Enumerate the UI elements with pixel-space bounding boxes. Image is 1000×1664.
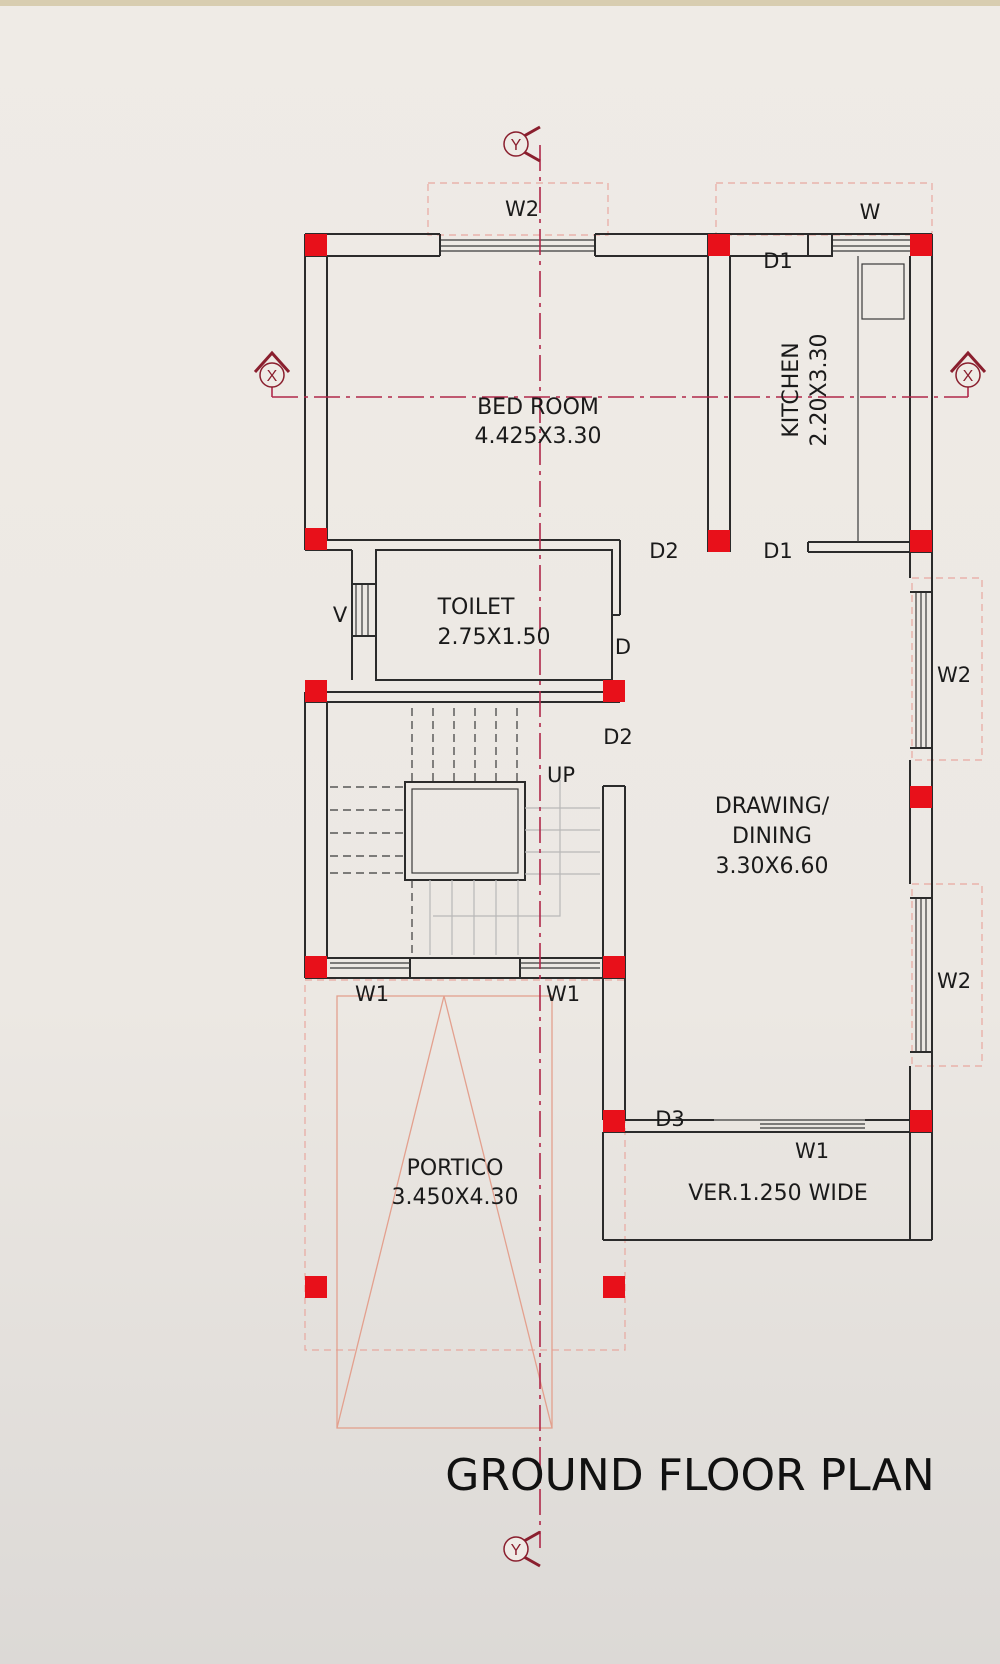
columns bbox=[305, 234, 932, 1298]
x-axis-label-right: X bbox=[963, 368, 974, 385]
toilet-name: TOILET bbox=[437, 595, 515, 620]
y-axis-marker-bottom: Y bbox=[503, 1530, 541, 1568]
column bbox=[305, 528, 327, 550]
stair-window-left-tag: W1 bbox=[355, 982, 389, 1006]
ventilator-tag: V bbox=[333, 603, 348, 627]
column bbox=[708, 234, 730, 256]
toilet-door-tag: D bbox=[615, 635, 631, 659]
y-axis-marker-top: Y bbox=[503, 125, 541, 163]
bed-window-tag: W2 bbox=[505, 197, 539, 221]
bed-door-tag: D2 bbox=[649, 539, 679, 563]
drawing-name-line2: DINING bbox=[732, 824, 812, 849]
top-border bbox=[0, 0, 1000, 6]
bedroom-size: 4.425X3.30 bbox=[474, 424, 601, 449]
column bbox=[305, 956, 327, 978]
grid-axes: Y Y X X bbox=[253, 125, 987, 1568]
x-axis-label-left: X bbox=[267, 368, 278, 385]
portico-driveway bbox=[336, 995, 553, 1429]
plan-title: GROUND FLOOR PLAN bbox=[445, 1450, 934, 1501]
drawing-size: 3.30X6.60 bbox=[715, 854, 828, 879]
room-labels: BED ROOM 4.425X3.30 KITCHEN 2.20X3.30 TO… bbox=[391, 333, 867, 1210]
stair-window-right-tag: W1 bbox=[546, 982, 580, 1006]
column bbox=[305, 680, 327, 702]
portico-size: 3.450X4.30 bbox=[391, 1185, 518, 1210]
column bbox=[708, 530, 730, 552]
x-axis-marker-right: X bbox=[949, 350, 987, 388]
right-window-upper-tag: W2 bbox=[937, 663, 971, 687]
column bbox=[910, 530, 932, 552]
staircase bbox=[330, 708, 600, 955]
column bbox=[603, 1276, 625, 1298]
column bbox=[603, 956, 625, 978]
portico-name: PORTICO bbox=[407, 1156, 504, 1181]
column bbox=[603, 680, 625, 702]
bedroom-name: BED ROOM bbox=[477, 395, 599, 420]
kitchen-name: KITCHEN bbox=[779, 342, 804, 437]
opening-tags: W2 W D1 D1 D2 D V D2 W2 W2 W1 W1 D3 W1 bbox=[333, 197, 971, 1163]
column bbox=[910, 234, 932, 256]
kitchen-door-bottom-tag: D1 bbox=[763, 539, 793, 563]
kitchen-size: 2.20X3.30 bbox=[807, 333, 832, 446]
right-window-lower-tag: W2 bbox=[937, 969, 971, 993]
column bbox=[910, 786, 932, 808]
column bbox=[910, 1110, 932, 1132]
column bbox=[305, 234, 327, 256]
verandah-label: VER.1.250 WIDE bbox=[688, 1181, 868, 1206]
kitchen-door-top-tag: D1 bbox=[763, 249, 793, 273]
x-axis-marker-left: X bbox=[253, 350, 291, 388]
verandah-window-tag: W1 bbox=[795, 1139, 829, 1163]
y-axis-label-top: Y bbox=[511, 137, 522, 154]
drawing-name-line1: DRAWING/ bbox=[715, 794, 830, 819]
kitchen-window-tag: W bbox=[860, 200, 881, 224]
column bbox=[603, 1110, 625, 1132]
stair-up-label: UP bbox=[547, 763, 575, 787]
kitchen-label: KITCHEN 2.20X3.30 bbox=[779, 333, 832, 446]
column bbox=[305, 1276, 327, 1298]
verandah-door-tag: D3 bbox=[655, 1107, 685, 1131]
stair-door-tag: D2 bbox=[603, 725, 633, 749]
toilet-size: 2.75X1.50 bbox=[437, 625, 550, 650]
y-axis-label-bottom: Y bbox=[511, 1542, 522, 1559]
